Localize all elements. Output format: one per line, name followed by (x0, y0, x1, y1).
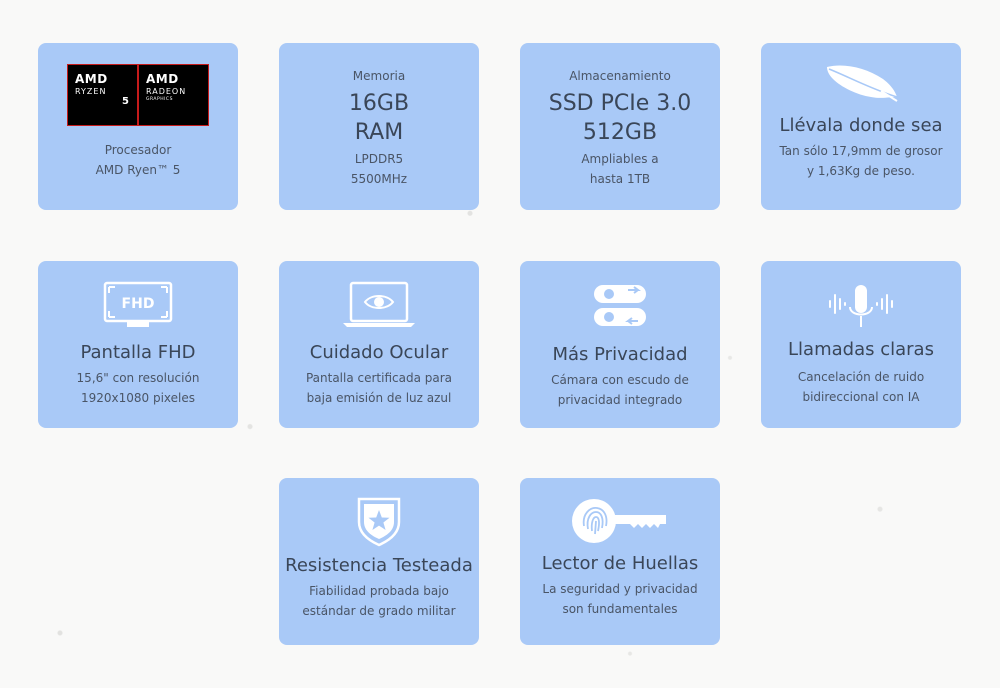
storage-label: Almacenamiento (569, 69, 671, 83)
amd-brand-text: AMD (75, 72, 108, 86)
privacy-card: Más Privacidad Cámara con escudo de priv… (520, 261, 720, 428)
weight-card: Llévala donde sea Tan sólo 17,9mm de gro… (761, 43, 961, 210)
display-desc-1: 15,6" con resolución (76, 371, 200, 385)
fingerprint-title: Lector de Huellas (541, 553, 699, 574)
memory-card: Memoria 16GB RAM LPDDR5 5500MHz (279, 43, 479, 210)
radeon-text: RADEON (146, 87, 187, 96)
storage-card: Almacenamiento SSD PCIe 3.0 512GB Amplia… (520, 43, 720, 210)
feather-icon (827, 65, 898, 102)
fingerprint-card: Lector de Huellas La seguridad y privaci… (520, 478, 720, 645)
shield-star-icon (357, 497, 401, 547)
fingerprint-desc-2: son fundamentales (562, 602, 678, 616)
privacy-desc-2: privacidad integrado (557, 393, 683, 407)
calls-title: Llamadas claras (788, 339, 934, 360)
eyecare-desc-1: Pantalla certificada para (305, 371, 453, 385)
amd-ryzen-radeon-logo: AMD RYZEN 5 AMD RADEON GRAPHICS (67, 64, 209, 126)
fingerprint-desc-1: La seguridad y privacidad (542, 582, 698, 596)
durability-card: Resistencia Testeada Fiabilidad probada … (279, 478, 479, 645)
eyecare-title: Cuidado Ocular (309, 342, 449, 363)
storage-type: SSD PCIe 3.0 (548, 91, 692, 116)
microphone-icon (829, 285, 893, 327)
storage-expand: Ampliables a (581, 152, 659, 166)
ryzen-text: RYZEN (75, 87, 107, 96)
privacy-desc-1: Cámara con escudo de (551, 373, 689, 387)
display-title: Pantalla FHD (80, 342, 196, 363)
durability-title: Resistencia Testeada (285, 555, 473, 576)
display-card: FHD Pantalla FHD 15,6" con resolución 19… (38, 261, 238, 428)
processor-label: Procesador (104, 143, 172, 157)
graphics-text: GRAPHICS (146, 97, 173, 102)
weight-desc-2: y 1,63Kg de peso. (807, 164, 915, 178)
memory-type: RAM (354, 120, 404, 145)
amd-brand-text-2: AMD (146, 72, 179, 86)
processor-card: AMD RYZEN 5 AMD RADEON GRAPHICS Procesad… (38, 43, 238, 210)
storage-max: hasta 1TB (589, 172, 651, 186)
eyecare-card: Cuidado Ocular Pantalla certificada para… (279, 261, 479, 428)
memory-spec: LPDDR5 (354, 152, 404, 166)
privacy-title: Más Privacidad (552, 344, 688, 365)
laptop-eye-icon (343, 281, 415, 327)
ryzen-tier-text: 5 (122, 96, 129, 107)
durability-desc-1: Fiabilidad probada bajo (309, 584, 449, 598)
weight-desc-1: Tan sólo 17,9mm de grosor (779, 144, 943, 158)
display-desc-2: 1920x1080 pixeles (80, 391, 196, 405)
durability-desc-2: estándar de grado militar (302, 604, 456, 618)
fhd-monitor-icon: FHD (103, 281, 173, 327)
eyecare-desc-2: baja emisión de luz azul (306, 391, 452, 405)
weight-title: Llévala donde sea (779, 115, 943, 136)
memory-label: Memoria (352, 69, 406, 83)
memory-size: 16GB (348, 91, 410, 116)
memory-speed: 5500MHz (350, 172, 408, 186)
processor-value: AMD Ryen™ 5 (95, 163, 181, 177)
calls-desc-1: Cancelación de ruido (797, 370, 925, 384)
fingerprint-key-icon (572, 499, 666, 543)
camera-shutter-icon (594, 285, 646, 326)
calls-card: Llamadas claras Cancelación de ruido bid… (761, 261, 961, 428)
fhd-icon-text: FHD (122, 296, 155, 312)
storage-size: 512GB (582, 120, 658, 145)
calls-desc-2: bidireccional con IA (802, 390, 920, 404)
